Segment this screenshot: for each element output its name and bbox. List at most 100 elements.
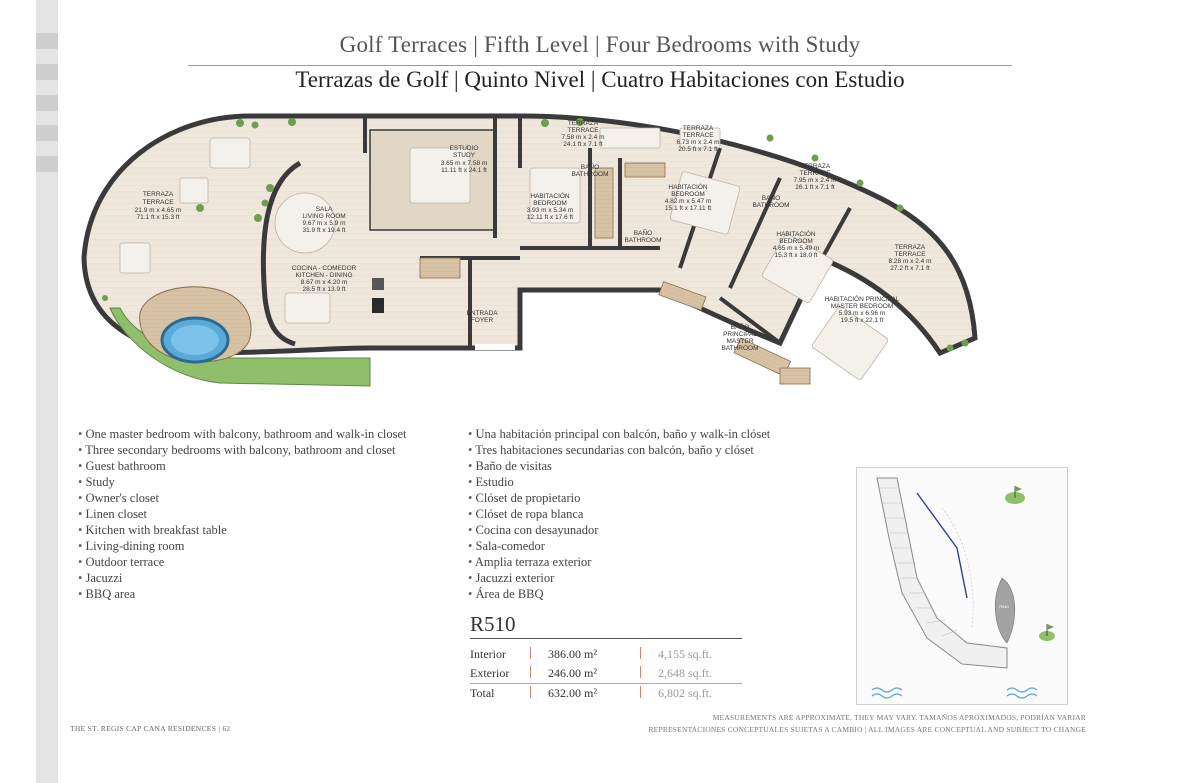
label-hab1-es: HABITACIÓN (530, 191, 570, 200)
disclaimer-line: MEASUREMENTS ARE APPROXIMATE, THEY MAY V… (712, 713, 1086, 722)
living-curve-wall (260, 160, 302, 347)
page-tab (36, 95, 58, 111)
label-hab1-m: 3.93 m x 5.34 m (527, 207, 574, 214)
features-list-english: One master bedroom with balcony, bathroo… (78, 426, 407, 602)
unit-divider (470, 638, 742, 639)
list-item: Jacuzzi (78, 570, 407, 586)
list-item: Tres habitaciones secundarias con balcón… (468, 442, 770, 458)
title-divider (188, 65, 1012, 66)
page-tab (36, 125, 58, 141)
label-terraza3-m: 7.95 m x 2.4 m (794, 177, 837, 184)
area-label: Exterior (470, 666, 510, 680)
area-label: Interior (470, 647, 506, 661)
label-terraza2-en: TERRACE (682, 132, 714, 139)
list-item: Baño de visitas (468, 458, 770, 474)
list-item: Outdoor terrace (78, 554, 407, 570)
list-item: Kitchen with breakfast table (78, 522, 407, 538)
label-terraza2-es: TERRAZA (683, 125, 714, 132)
label-terraza3-es: TERRAZA (800, 163, 831, 170)
footer-page-info: THE ST. REGIS CAP CANA RESIDENCES | 62 (70, 724, 231, 733)
page-tab (36, 156, 58, 172)
label-masterbath-3: MASTER (726, 338, 753, 345)
list-item: Linen closet (78, 506, 407, 522)
label-bano1-en: BATHROOM (571, 171, 608, 178)
label-sala-m: 9.67 m x 5.9 m (303, 220, 346, 227)
label-terraza1-en: TERRACE (567, 127, 599, 134)
label-study-es: ESTUDIO (450, 145, 479, 152)
label-hab1-ft: 12.11 ft x 17.6 ft (527, 214, 573, 221)
label-terraza4-en: TERRACE (894, 251, 926, 258)
area-table: Interior 386.00 m² 4,155 sq.ft. Exterior… (470, 645, 742, 703)
list-item: BBQ area (78, 586, 407, 602)
label-entrada-es: ENTRADA (466, 310, 498, 317)
label-terraza1-es: TERRAZA (568, 120, 599, 127)
label-terraza-es: TERRAZA (143, 191, 174, 198)
list-item: Owner's closet (78, 490, 407, 506)
footer-disclaimer: MEASUREMENTS ARE APPROXIMATE, THEY MAY V… (648, 712, 1086, 736)
label-terraza3-ft: 26.1 ft x 7.1 ft (795, 184, 835, 191)
kitchen-range (372, 298, 384, 313)
label-bano2-es: BAÑO (634, 228, 652, 237)
area-sqft: 2,648 sq.ft. (658, 666, 712, 680)
label-bano1-es: BAÑO (581, 162, 599, 171)
unit-code: R510 (470, 612, 516, 636)
area-m2: 632.00 m² (548, 683, 640, 703)
label-cocina-m: 8.67 m x 4.20 m (301, 279, 348, 286)
list-item: Living-dining room (78, 538, 407, 554)
list-item: Clóset de ropa blanca (468, 506, 770, 522)
label-hab2-en: BEDROOM (671, 191, 705, 198)
label-master-ft: 19.5 ft x 22.1 ft (841, 317, 884, 324)
label-masterbath-1: BAÑO (731, 322, 749, 331)
list-item: Una habitación principal con balcón, bañ… (468, 426, 771, 442)
label-terraza-m: 21.9 m x 4.65 m (135, 207, 182, 214)
jacuzzi-water (171, 325, 219, 355)
furniture (119, 127, 889, 380)
label-master-m: 5.93 m x 6.96 m (839, 310, 886, 317)
list-item: One master bedroom with balcony, bathroo… (78, 426, 407, 442)
label-cocina-ft: 28.5 ft x 13.9 ft (303, 286, 346, 293)
list-item: Área de BBQ (468, 586, 770, 602)
label-terraza-en: TERRACE (142, 199, 174, 206)
disclaimer-line: REPRESENTACIONES CONCEPTUALES SUJETAS A … (648, 725, 1086, 734)
key-map: R510 (856, 467, 1068, 705)
list-item: Jacuzzi exterior (468, 570, 770, 586)
list-item: Clóset de propietario (468, 490, 770, 506)
label-master-es: HABITACIÓN PRINCIPAL (825, 294, 900, 303)
list-item: Amplia terraza exterior (468, 554, 770, 570)
list-item: Study (78, 474, 407, 490)
list-item: Estudio (468, 474, 770, 490)
list-item: Guest bathroom (78, 458, 407, 474)
planters (102, 118, 969, 352)
label-hab2-ft: 15.1 ft x 17.11 ft (665, 205, 711, 212)
label-cocina-es: COCINA - COMEDOR (292, 265, 357, 272)
label-study-ft: 11.11 ft x 24.1 ft (441, 167, 487, 174)
label-hab3-en: BEDROOM (779, 238, 813, 245)
area-sqft: 6,802 sq.ft. (658, 683, 742, 703)
label-hab2-es: HABITACIÓN (668, 182, 708, 191)
site-plan-drawing: R510 (871, 477, 1055, 699)
table-row: Exterior 246.00 m² 2,648 sq.ft. (470, 664, 742, 684)
area-m2: 246.00 m² (548, 666, 597, 680)
kitchen-fridge (372, 278, 384, 290)
list-item: Sala-comedor (468, 538, 770, 554)
label-sala-ft: 31.9 ft x 19.4 ft (303, 227, 346, 234)
label-hab1-en: BEDROOM (533, 200, 567, 207)
label-hab3-es: HABITACIÓN (776, 229, 816, 238)
features-list-spanish: Una habitación principal con balcón, bañ… (468, 426, 770, 602)
closets (419, 162, 811, 385)
keymap-unit-tag: R510 (999, 604, 1009, 609)
title-english: Golf Terraces | Fifth Level | Four Bedro… (339, 32, 861, 57)
label-terraza2-m: 6.73 m x 2.4 m (677, 139, 720, 146)
grass-area (109, 307, 371, 387)
label-hab3-ft: 15.3 ft x 18.0 ft (775, 252, 818, 259)
page-tab (36, 64, 58, 80)
binding-strip (36, 0, 58, 783)
label-terraza1-ft: 24.1 ft x 7.1 ft (563, 141, 603, 148)
label-terraza3-en: TERRACE (799, 170, 831, 177)
table-row: Interior 386.00 m² 4,155 sq.ft. (470, 645, 742, 664)
label-sala-es: SALA (316, 206, 333, 213)
label-terraza4-es: TERRAZA (895, 244, 926, 251)
page-tab (36, 33, 58, 49)
list-item: Three secondary bedrooms with balcony, b… (78, 442, 407, 458)
label-terraza-ft: 71.1 ft x 15.3 ft (137, 214, 180, 221)
